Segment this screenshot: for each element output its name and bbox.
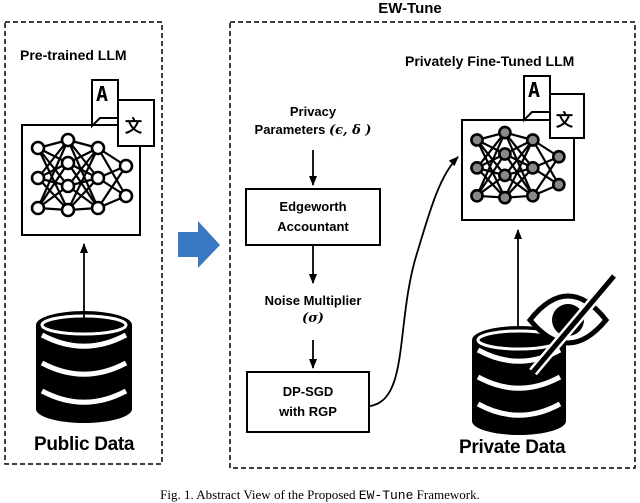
network-node xyxy=(118,188,134,204)
network-node xyxy=(470,161,484,175)
dpsgd-to-llm-arrow xyxy=(369,156,459,407)
neural-network-icon xyxy=(30,132,134,218)
network-node xyxy=(525,133,540,147)
translate-letter-a: A xyxy=(96,82,109,106)
edgeworth-accountant-box xyxy=(245,188,381,246)
edgeworth-accountant-label: Edgeworth Accountant xyxy=(277,199,349,234)
figure-caption: Fig. 1. Abstract View of the Proposed EW… xyxy=(160,487,480,503)
translate-icon xyxy=(91,79,155,147)
network-node xyxy=(498,168,512,183)
network-node xyxy=(60,155,76,171)
left-panel-border xyxy=(4,21,163,465)
network-node xyxy=(60,132,76,148)
ew-tune-title: EW-Tune xyxy=(378,0,442,17)
neural-network-icon-private xyxy=(470,125,566,205)
network-node xyxy=(498,147,512,161)
network-node xyxy=(30,200,46,216)
dp-sgd-label: DP-SGD with RGP xyxy=(279,384,337,419)
noise-multiplier-label: Noise Multiplier (σ) xyxy=(264,293,362,326)
network-node xyxy=(118,158,134,174)
network-node xyxy=(90,140,106,156)
dp-sgd-box xyxy=(246,371,370,433)
network-node xyxy=(90,170,106,186)
right-panel-border xyxy=(229,21,636,469)
pretrained-llm-title: Pre-trained LLM xyxy=(20,47,127,63)
network-node xyxy=(525,188,540,203)
translate-icon-private xyxy=(523,75,585,139)
translate-letter-a-private: A xyxy=(528,78,541,102)
eye-slash-icon xyxy=(526,272,618,376)
network-node xyxy=(498,190,512,205)
network-node xyxy=(30,140,46,156)
network-node xyxy=(30,170,46,186)
network-node xyxy=(525,161,540,175)
privacy-parameters-label: Privacy Parameters (ϵ, δ ) xyxy=(254,104,372,138)
network-node xyxy=(60,202,76,218)
translate-letter-zh-private: 文 xyxy=(556,111,573,131)
public-data-label: Public Data xyxy=(34,434,135,455)
network-node xyxy=(551,149,566,164)
public-database-icon xyxy=(36,311,132,423)
network-node xyxy=(60,178,76,194)
network-node xyxy=(470,133,484,147)
network-node xyxy=(498,125,512,140)
private-data-label: Private Data xyxy=(459,437,566,458)
transfer-arrow xyxy=(178,221,220,268)
translate-letter-zh: 文 xyxy=(125,117,142,137)
network-node xyxy=(90,200,106,216)
private-llm-title: Privately Fine-Tuned LLM xyxy=(405,53,575,69)
network-node xyxy=(551,177,566,192)
network-node xyxy=(470,188,484,203)
